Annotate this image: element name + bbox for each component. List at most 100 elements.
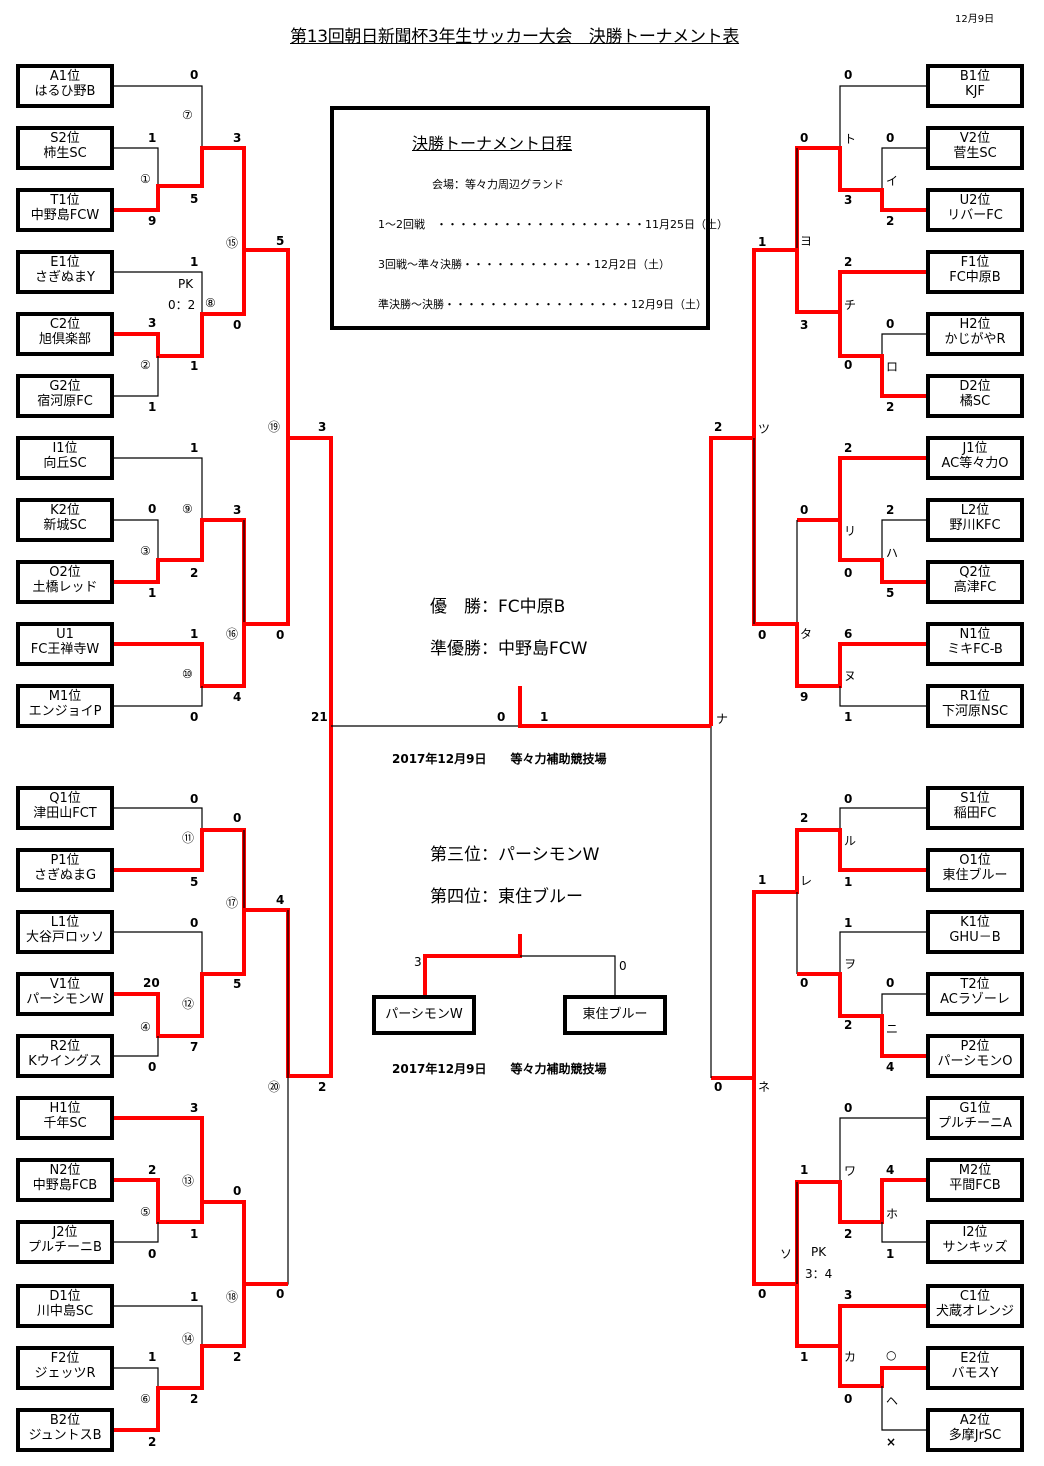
match-number-label: ⑱ (226, 1290, 239, 1304)
right-team-box: E2位バモスY (926, 1346, 1024, 1390)
bracket-line (114, 931, 203, 974)
team-seed: C2位 (49, 317, 81, 332)
score: 1 (844, 875, 853, 889)
team-seed: H1位 (49, 1101, 81, 1116)
bracket-line (114, 807, 203, 830)
schedule-row: 1～2回戦 ・・・・・・・・・・・・・・・・・・・11月25日（土） (378, 218, 728, 231)
match-number-label: ⑰ (226, 896, 239, 910)
score: 0 (233, 811, 242, 825)
bracket-line (114, 519, 159, 560)
team-seed: R2位 (49, 1039, 81, 1054)
team-name: 千年SC (43, 1116, 87, 1131)
team-seed: K1位 (960, 915, 990, 930)
team-name: 犬蔵オレンジ (935, 1304, 1014, 1319)
match-number-label: タ (800, 627, 813, 641)
right-team-box: R1位下河原NSC (926, 684, 1024, 728)
bracket-line (114, 147, 159, 186)
score: 2 (233, 1350, 242, 1364)
team-seed: R1位 (959, 689, 991, 704)
bracket-line (244, 910, 289, 1285)
match-number-label: ロ (886, 360, 899, 374)
team-seed: N2位 (49, 1163, 81, 1178)
schedule-venue: 会場：等々力周辺グランド (432, 178, 564, 191)
score: 1 (844, 916, 853, 930)
match-number-label: ⑫ (182, 997, 195, 1011)
bracket-line (114, 1367, 159, 1388)
match-number-label: ⑤ (140, 1205, 151, 1219)
match-number-label: ⑬ (182, 1174, 195, 1188)
left-team-box: H1位千年SC (16, 1096, 114, 1140)
bracket-line (839, 85, 926, 148)
score: 1 (190, 359, 199, 373)
team-name: 柿生SC (43, 146, 87, 161)
team-name: GHU－B (949, 930, 1001, 945)
score: 2 (844, 255, 853, 269)
right-team-box: G1位プルチーニA (926, 1096, 1024, 1140)
team-name: 菅生SC (953, 146, 997, 161)
score: 2 (148, 1435, 157, 1449)
right-team-box: A2位多摩JrSC (926, 1408, 1024, 1452)
team-name: さぎぬまY (35, 270, 95, 285)
score: 2 (318, 1080, 327, 1094)
winner-path (114, 438, 290, 688)
team-seed: I1位 (52, 441, 78, 456)
score: 0 (148, 1247, 157, 1261)
team-name: 新城SC (43, 518, 87, 533)
team-seed: U2位 (959, 193, 991, 208)
bracket-line (839, 686, 926, 707)
score: 1 (758, 873, 767, 887)
score: 9 (800, 690, 809, 704)
match-number-label: ⑯ (226, 627, 239, 641)
score: 2 (190, 1392, 199, 1406)
right-team-box: P2位パーシモンO (926, 1034, 1024, 1078)
team-seed: A1位 (49, 69, 81, 84)
team-name: プルチーニB (28, 1240, 102, 1255)
score: 2 (844, 1018, 853, 1032)
score: 1 (190, 441, 199, 455)
left-team-box: I1位向丘SC (16, 436, 114, 480)
team-name: リバーFC (947, 208, 1003, 223)
bracket-line (114, 457, 203, 520)
team-name: プルチーニA (938, 1116, 1012, 1131)
match-number-label: ⑮ (226, 236, 239, 250)
team-name: ミキFC-B (947, 642, 1003, 657)
match-number-label: ⑧ (205, 296, 216, 310)
right-team-box: O1位東住ブルー (926, 848, 1024, 892)
winner-path (114, 828, 246, 972)
left-team-box: V1位パーシモンW (16, 972, 114, 1016)
score: 2 (800, 811, 809, 825)
team-name: AC等々力O (941, 456, 1009, 471)
score: 1 (190, 255, 199, 269)
left-team-box: M1位エンジョイP (16, 684, 114, 728)
score: 3 (233, 503, 242, 517)
bracket-line (839, 931, 926, 974)
match-number-label: ハ (886, 546, 899, 560)
score: 0 (800, 503, 809, 517)
right-team-box: N1位ミキFC-B (926, 622, 1024, 666)
team-name: 土橋レッド (32, 580, 98, 595)
team-seed: F1位 (960, 255, 990, 270)
runner-up-text: 準優勝：中野島FCW (430, 639, 588, 659)
team-seed: U1 (56, 627, 74, 642)
score: 5 (233, 977, 242, 991)
match-number-label: ⑦ (182, 108, 193, 122)
match-number-label: ⑥ (140, 1392, 151, 1406)
match-number-label: ル (844, 834, 857, 848)
team-seed: C1位 (959, 1289, 991, 1304)
final-right-label: ナ (716, 712, 729, 726)
score: 0 (844, 1101, 853, 1115)
match-number-label: ④ (140, 1020, 151, 1034)
left-team-box: N2位中野島FCB (16, 1158, 114, 1202)
page-title: 第13回朝日新聞杯3年生サッカー大会 決勝トーナメント表 (290, 27, 740, 47)
team-seed: A2位 (959, 1413, 991, 1428)
score: 1 (844, 710, 853, 724)
third-place-venue: 2017年12月9日 等々力補助競技場 (392, 1062, 607, 1076)
third-place-text: 第三位：パーシモンW (430, 845, 600, 865)
pk-label: PK (811, 1245, 827, 1259)
champion-text: 優 勝：FC中原B (430, 597, 566, 617)
score: 3 (148, 316, 157, 330)
left-team-box: Q1位津田山FCT (16, 786, 114, 830)
score: 4 (886, 1060, 895, 1074)
